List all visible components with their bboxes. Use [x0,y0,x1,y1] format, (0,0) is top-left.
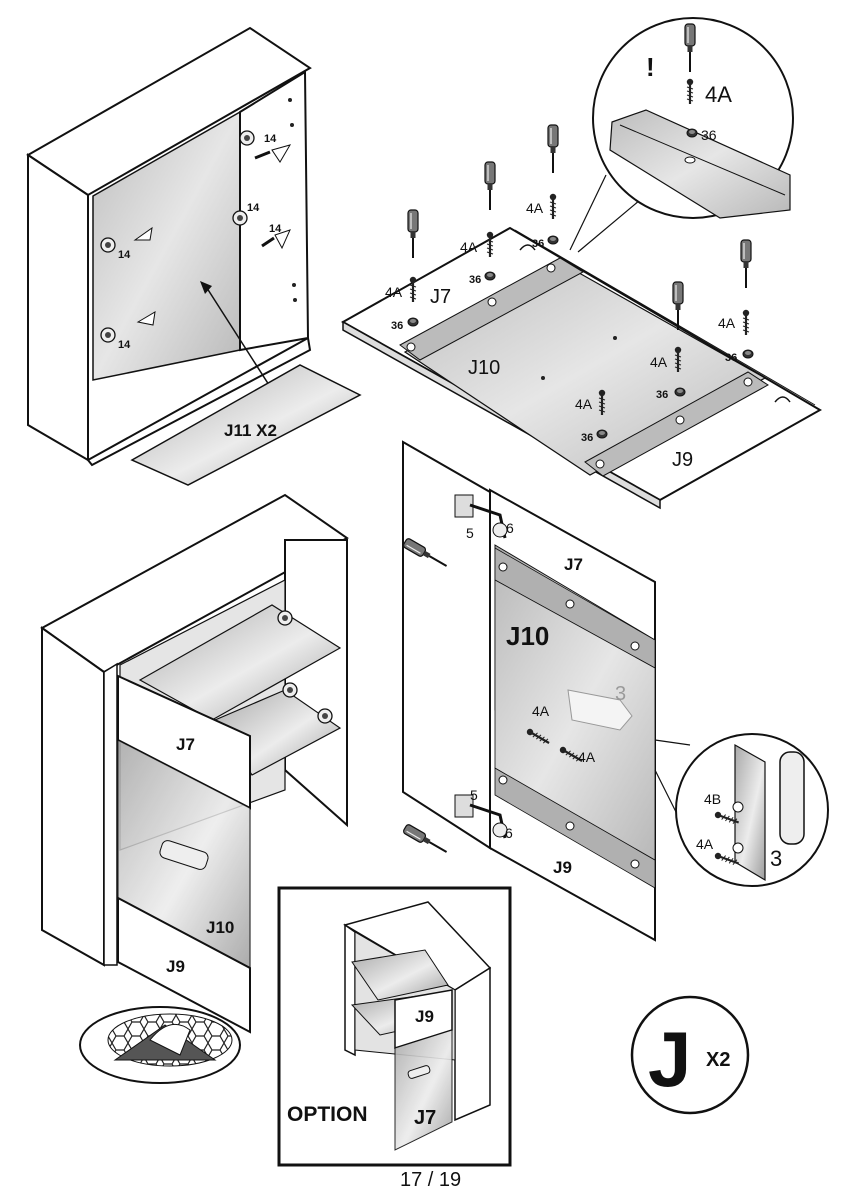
shelf-peg-icon [282,682,298,698]
cab-j7-label: J7 [176,735,195,754]
hinge-5-label: 5 [470,787,478,803]
screwdriver-icon [484,161,496,211]
option-label: OPTION [287,1103,368,1126]
hinge-top-icon [454,494,508,539]
shelf-peg-icon [100,237,116,253]
j-letter: J [648,1015,691,1103]
screw-4a-label: 4A [526,200,544,216]
screwdriver-icon [547,124,559,174]
warning-exclamation: ! [646,52,655,82]
shelf-peg-icon [100,327,116,343]
door-j10-label: J10 [506,621,549,651]
j9-label: J9 [672,449,693,471]
screw-4a-label: 4A [460,239,478,255]
cap-36-icon [596,429,608,439]
screwdriver-icon [740,239,752,289]
option-box: J9 J7 OPTION [277,886,512,1167]
hinge-5-label: 5 [466,525,474,541]
shelf-peg-icon [277,610,293,626]
screw-4a-label: 4A [650,354,668,370]
door-j9-label: J9 [553,858,572,877]
cab-j9-label: J9 [166,957,185,976]
handle-3-label: 3 [615,683,626,705]
cap-36-label: 36 [391,320,403,332]
screw-4a-label: 4A [385,284,403,300]
screw-4a-icon [741,308,751,337]
opt-j7-label: J7 [414,1107,436,1129]
step-assembled-cabinet: J7 J10 J9 [40,493,349,1084]
part-14-label: 14 [118,249,131,261]
screw-4a-label: 4A [696,836,714,852]
part-14-label: 14 [247,202,260,214]
screw-4a-icon [548,192,558,221]
cap-36-icon [674,387,686,397]
part-14-label: 14 [264,133,277,145]
screw-4a-label: 4A [578,749,596,765]
part-count-badge: J X2 [630,995,750,1115]
step-frame-screws: J7 J10 J9 4A 36 4A 36 4A 36 4A 36 4A 36 … [340,17,823,510]
shelf-peg-icon [317,708,333,724]
cap-36-icon [407,317,419,327]
screwdriver-icon [401,822,451,858]
cap-36-label: 36 [701,127,717,143]
shelf-peg-icon [239,130,255,146]
hinge-6-label: 6 [506,520,514,536]
cap-36-label: 36 [656,389,668,401]
j10-label: J10 [468,357,500,379]
j7-label: J7 [430,286,451,308]
cleaning-cloth-icon [79,1006,241,1084]
cap-36-icon [742,349,754,359]
screwdriver-icon [407,209,419,259]
cap-36-label: 36 [725,352,737,364]
door-j7-label: J7 [564,555,583,574]
j11-label: J11 X2 [224,421,277,440]
cap-36-label: 36 [581,432,593,444]
handle-icon [159,840,209,870]
hinge-6-label: 6 [505,825,513,841]
shelf-peg-icon [232,210,248,226]
screw-4a-label: 4A [705,82,732,107]
cap-36-icon [484,271,496,281]
cap-36-icon [686,128,698,138]
hinge-bottom-icon [454,794,508,839]
screw-4a-label: 4A [575,396,593,412]
cab-j10-label: J10 [206,918,234,937]
screw-4b-label: 4B [704,791,721,807]
screw-4a-label: 4A [532,703,550,719]
part-14-label: 14 [118,339,131,351]
cap-36-label: 36 [532,238,544,250]
part-14-label: 14 [269,223,282,235]
handle-3-label: 3 [770,846,782,871]
cap-36-icon [547,235,559,245]
screw-4a-label: 4A [718,315,736,331]
step-door-assembly: J7 J10 J9 3 4A 4A 5 6 5 6 [401,440,829,942]
j-count: X2 [706,1049,730,1071]
page-number: 17 / 19 [400,1169,461,1191]
cap-36-label: 36 [469,274,481,286]
step-shelf-pins: 14 14 14 14 14 J11 X2 [26,26,362,486]
opt-j9-label: J9 [415,1007,434,1026]
